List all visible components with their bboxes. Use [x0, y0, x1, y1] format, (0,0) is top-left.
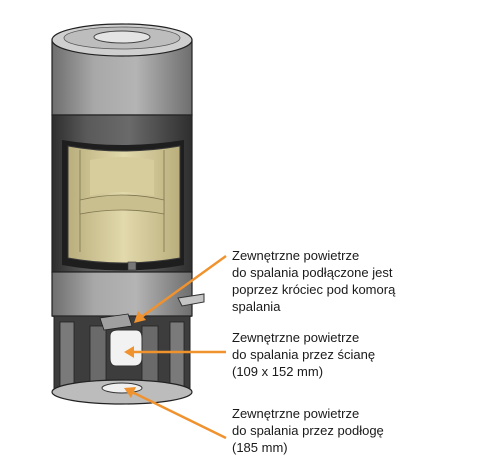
callout-line: (109 x 152 mm)	[232, 364, 324, 379]
callout-line: do spalania przez podłogę	[232, 423, 384, 438]
stove-firebox	[51, 114, 193, 282]
callout-line: (185 mm)	[232, 440, 288, 455]
arrow-floor	[124, 387, 227, 440]
callout-line: spalania	[232, 299, 281, 314]
callout-line: poprzez króciec pod komorą	[232, 282, 396, 297]
callout-line: Zewnętrzne powietrze	[232, 406, 360, 421]
callout-line: Zewnętrzne powietrze	[232, 330, 360, 345]
arrow-combustion-chamber	[134, 255, 227, 323]
arrow-wall	[124, 346, 226, 358]
callout-line: do spalania podłączone jest	[232, 265, 393, 280]
callout-line: do spalania przez ścianę	[232, 347, 376, 362]
callout-line: Zewnętrzne powietrze	[232, 248, 360, 263]
callout-floor: Zewnętrzne powietrze do spalania przez p…	[232, 405, 472, 456]
stove-floor-plate	[51, 379, 193, 405]
stove-top	[51, 23, 193, 125]
callout-wall: Zewnętrzne powietrze do spalania przez ś…	[232, 329, 472, 380]
callout-combustion-chamber: Zewnętrzne powietrze do spalania podłącz…	[232, 247, 472, 315]
